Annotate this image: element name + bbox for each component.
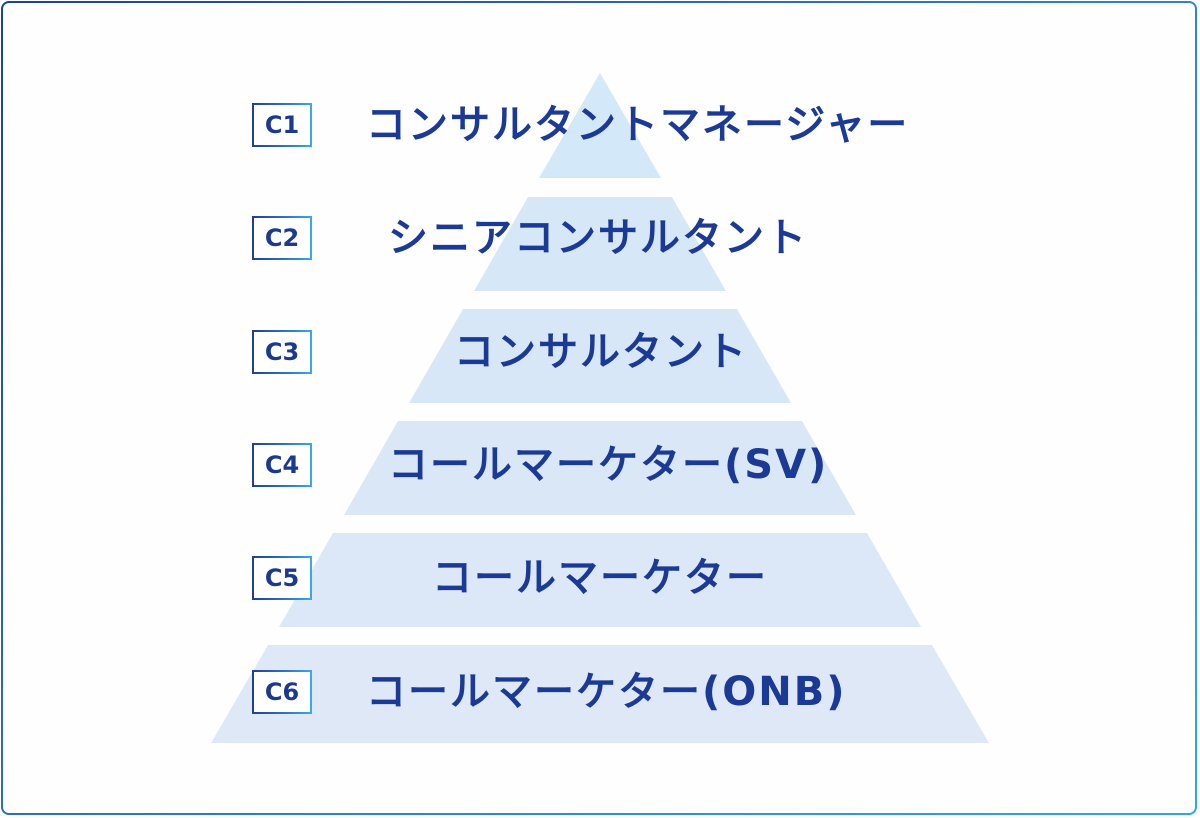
level-code-badge: C1 (252, 103, 312, 147)
level-code-badge: C4 (252, 443, 312, 487)
level-title: コールマーケター(ONB) (366, 669, 847, 715)
level-code-badge: C3 (252, 330, 312, 374)
pyramid-band-c3 (409, 309, 791, 403)
level-code-badge: C5 (252, 556, 312, 600)
pyramid-band-c6 (211, 645, 989, 743)
level-code-badge: C2 (252, 216, 312, 260)
level-title: シニアコンサルタント (388, 215, 808, 261)
level-c5: C5 コールマーケター (0, 548, 1200, 608)
pyramid-band-c5 (279, 533, 921, 627)
pyramid-band-c4 (344, 421, 856, 515)
level-c1: C1 コンサルタントマネージャー (0, 95, 1200, 155)
level-c2: C2 シニアコンサルタント (0, 208, 1200, 268)
level-c3: C3 コンサルタント (0, 322, 1200, 382)
level-code-badge: C6 (252, 670, 312, 714)
level-title: コールマーケター(SV) (388, 442, 829, 488)
level-title: コールマーケター (432, 555, 768, 601)
level-c4: C4 コールマーケター(SV) (0, 435, 1200, 495)
pyramid-band-c2 (474, 197, 726, 291)
level-title: コンサルタントマネージャー (366, 102, 910, 148)
level-title: コンサルタント (454, 329, 748, 375)
pyramid-band-c1 (539, 73, 661, 178)
level-c6: C6 コールマーケター(ONB) (0, 662, 1200, 722)
